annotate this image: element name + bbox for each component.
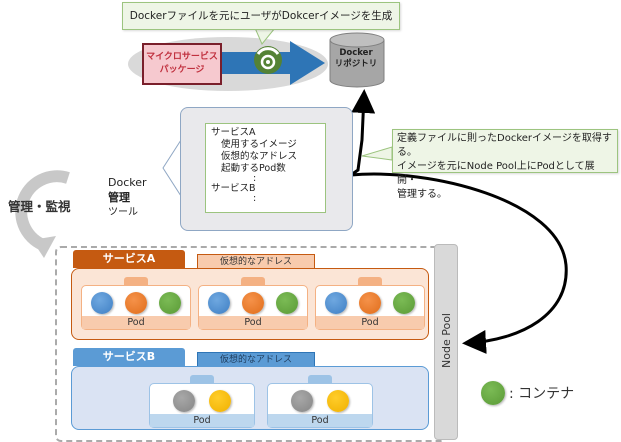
definition-line: : — [253, 193, 257, 204]
container-orange — [241, 292, 264, 314]
repository-line-2: リポジトリ — [334, 59, 378, 69]
pod-connector — [308, 375, 332, 384]
definition-line: サービスA — [211, 127, 256, 138]
deploy-callout-line-3: 管理する。 — [397, 189, 447, 200]
node-pool-label-wrap: Node Pool — [436, 295, 456, 385]
pod-label: Pod — [150, 414, 254, 427]
docker-tool-line-2: 管理 — [108, 191, 130, 204]
repository-line-1: Docker — [339, 48, 373, 58]
node-pool-label: Node Pool — [439, 312, 453, 368]
pod-label: Pod — [82, 316, 190, 329]
container-blue — [207, 292, 230, 314]
container-legend-icon — [481, 381, 505, 405]
package-line-2: パッケージ — [159, 65, 205, 75]
service-a-group: Pod Pod Pod — [71, 268, 429, 340]
container-green — [392, 292, 415, 314]
pod-label: Pod — [199, 316, 307, 329]
docker-management-tool: Docker 管理 ツール — [108, 175, 147, 220]
pod-connector — [358, 277, 382, 286]
service-b-tab: サービスB — [73, 348, 185, 366]
pod-label: Pod — [268, 414, 372, 427]
definition-line: 起動するPod数 — [221, 163, 286, 174]
build-callout: Dockerファイルを元にユーザがDokcerイメージを生成 — [122, 2, 400, 30]
container-blue — [324, 292, 347, 314]
deploy-callout: 定義ファイルに則ったDockerイメージを取得する。 イメージを元にNode P… — [392, 129, 618, 200]
pod-connector — [124, 277, 148, 286]
container-legend-label: : コンテナ — [509, 386, 575, 402]
container-blue — [90, 292, 113, 314]
definition-line: : — [253, 173, 257, 184]
service-a-tab: サービスA — [73, 250, 185, 268]
pod: Pod — [198, 285, 308, 330]
docker-tool-line-3: ツール — [108, 207, 138, 218]
container-orange — [124, 292, 147, 314]
container-green — [275, 292, 298, 314]
definition-line: 仮想的なアドレス — [221, 151, 298, 162]
node-pool-bar — [434, 244, 458, 440]
package-line-1: マイクロサービス — [146, 52, 218, 62]
pod-connector — [190, 375, 214, 384]
pod-connector — [241, 277, 265, 286]
pod: Pod — [81, 285, 191, 330]
definition-line: 使用するイメージ — [221, 139, 297, 150]
pod: Pod — [149, 383, 255, 428]
definition-line: サービスB — [211, 183, 256, 194]
pod-label: Pod — [316, 316, 424, 329]
pod: Pod — [315, 285, 425, 330]
deploy-callout-line-1: 定義ファイルに則ったDockerイメージを取得する。 — [397, 133, 612, 158]
container-orange — [358, 292, 381, 314]
deploy-callout-line-2: イメージを元にNode Pool上にPodとして展開・ — [397, 161, 595, 186]
management-monitoring-label: 管理・監視 — [8, 199, 71, 214]
legend: : コンテナ — [481, 381, 574, 405]
container-yellow — [326, 390, 349, 412]
container-green — [158, 292, 181, 314]
container-yellow — [208, 390, 231, 412]
microservice-package: マイクロサービス パッケージ — [142, 43, 222, 85]
service-b-group: Pod Pod — [71, 366, 429, 430]
container-gray — [172, 390, 195, 412]
repository-label: Docker リポジトリ — [326, 48, 386, 70]
container-gray — [290, 390, 313, 412]
pod: Pod — [267, 383, 373, 428]
docker-tool-line-1: Docker — [108, 176, 147, 189]
